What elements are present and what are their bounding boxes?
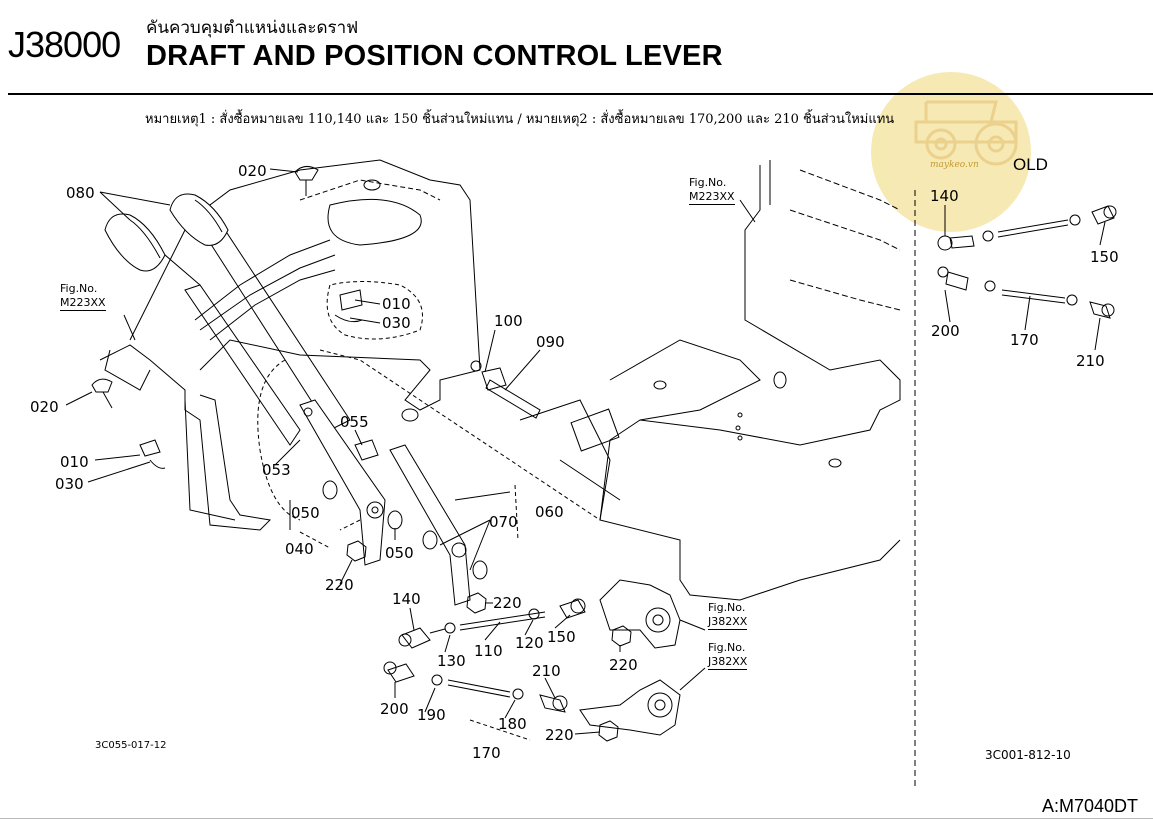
position-lever bbox=[184, 284, 301, 446]
callout-050[interactable]: 050 bbox=[291, 504, 320, 522]
callout-old-210[interactable]: 210 bbox=[1076, 352, 1105, 370]
rod-end-210 bbox=[539, 694, 566, 713]
rod-170 bbox=[447, 679, 511, 698]
right-frame bbox=[599, 165, 901, 601]
fig-ref-lower-2[interactable]: Fig.No. J382XX bbox=[708, 641, 748, 670]
callout-220[interactable]: 220 bbox=[609, 656, 638, 674]
callout-020[interactable]: 020 bbox=[238, 162, 267, 180]
callout-100[interactable]: 100 bbox=[494, 312, 523, 330]
footer-divider bbox=[0, 818, 1153, 819]
housing-bracket bbox=[99, 344, 272, 531]
drawing-number-main: 3C055-017-12 bbox=[95, 740, 167, 751]
callout-040[interactable]: 040 bbox=[285, 540, 314, 558]
watermark-text: maykeo.vn bbox=[930, 160, 979, 170]
title-thai: คันควบคุมตำแหน่งและดราฟ bbox=[146, 18, 359, 38]
callout-old-200[interactable]: 200 bbox=[931, 322, 960, 340]
shaft-090 bbox=[485, 379, 541, 419]
order-note: หมายเหตุ1 : สั่งซื้อหมายเลข 110,140 และ … bbox=[145, 112, 895, 127]
callout-190[interactable]: 190 bbox=[417, 706, 446, 724]
callout-old-140[interactable]: 140 bbox=[930, 187, 959, 205]
callout-140[interactable]: 140 bbox=[392, 590, 421, 608]
fig-number: J382XX bbox=[708, 615, 748, 630]
knob-right bbox=[169, 193, 229, 246]
fig-number: M223XX bbox=[60, 296, 106, 311]
old-label: OLD bbox=[1013, 155, 1048, 174]
callout-180[interactable]: 180 bbox=[498, 715, 527, 733]
callout-220[interactable]: 220 bbox=[325, 576, 354, 594]
callout-070[interactable]: 070 bbox=[489, 513, 518, 531]
callout-170[interactable]: 170 bbox=[472, 744, 501, 762]
callout-110[interactable]: 110 bbox=[474, 642, 503, 660]
rod-end-200 bbox=[387, 663, 415, 683]
callout-090[interactable]: 090 bbox=[536, 333, 565, 351]
rod-110 bbox=[459, 611, 546, 631]
drawing-number-old: 3C001-812-10 bbox=[985, 748, 1071, 762]
knob-left bbox=[104, 213, 166, 272]
callout-120[interactable]: 120 bbox=[515, 634, 544, 652]
fig-label: Fig.No. bbox=[708, 601, 746, 614]
watermark-logo bbox=[871, 72, 1031, 232]
draft-lever bbox=[204, 229, 351, 431]
callout-030[interactable]: 030 bbox=[55, 475, 84, 493]
main-plate bbox=[129, 159, 481, 411]
model-code: A:M7040DT bbox=[1042, 796, 1139, 816]
callout-080[interactable]: 080 bbox=[66, 184, 95, 202]
callout-200[interactable]: 200 bbox=[380, 700, 409, 718]
callout-050[interactable]: 050 bbox=[385, 544, 414, 562]
rod-end-150 bbox=[559, 599, 586, 619]
fig-ref-left[interactable]: Fig.No. M223XX bbox=[60, 282, 106, 311]
section-code: J38000 bbox=[8, 24, 121, 65]
fig-number: M223XX bbox=[689, 190, 735, 205]
callout-220[interactable]: 220 bbox=[493, 594, 522, 612]
fig-ref-lower-1[interactable]: Fig.No. J382XX bbox=[708, 601, 748, 630]
callout-220[interactable]: 220 bbox=[545, 726, 574, 744]
callout-020[interactable]: 020 bbox=[30, 398, 59, 416]
callout-055[interactable]: 055 bbox=[340, 413, 369, 431]
fig-label: Fig.No. bbox=[60, 282, 98, 295]
callout-130[interactable]: 130 bbox=[437, 652, 466, 670]
callout-053[interactable]: 053 bbox=[262, 461, 291, 479]
callout-010[interactable]: 010 bbox=[60, 453, 89, 471]
header-divider bbox=[8, 93, 1153, 95]
callout-010[interactable]: 010 bbox=[382, 295, 411, 313]
callout-150[interactable]: 150 bbox=[547, 628, 576, 646]
fig-ref-right-top[interactable]: Fig.No. M223XX bbox=[689, 176, 735, 205]
cam-bracket-lower bbox=[579, 679, 681, 736]
fig-label: Fig.No. bbox=[689, 176, 727, 189]
callout-old-170[interactable]: 170 bbox=[1010, 331, 1039, 349]
callout-060[interactable]: 060 bbox=[535, 503, 564, 521]
lever-arm-bracket bbox=[299, 399, 386, 566]
fig-number: J382XX bbox=[708, 655, 748, 670]
callout-210[interactable]: 210 bbox=[532, 662, 561, 680]
rod-end-140 bbox=[401, 627, 431, 649]
fig-label: Fig.No. bbox=[708, 641, 746, 654]
callout-old-150[interactable]: 150 bbox=[1090, 248, 1119, 266]
cam-bracket-upper bbox=[599, 579, 681, 649]
callout-030[interactable]: 030 bbox=[382, 314, 411, 332]
lever-arm-060 bbox=[389, 444, 471, 606]
title-english: DRAFT AND POSITION CONTROL LEVER bbox=[146, 40, 723, 72]
